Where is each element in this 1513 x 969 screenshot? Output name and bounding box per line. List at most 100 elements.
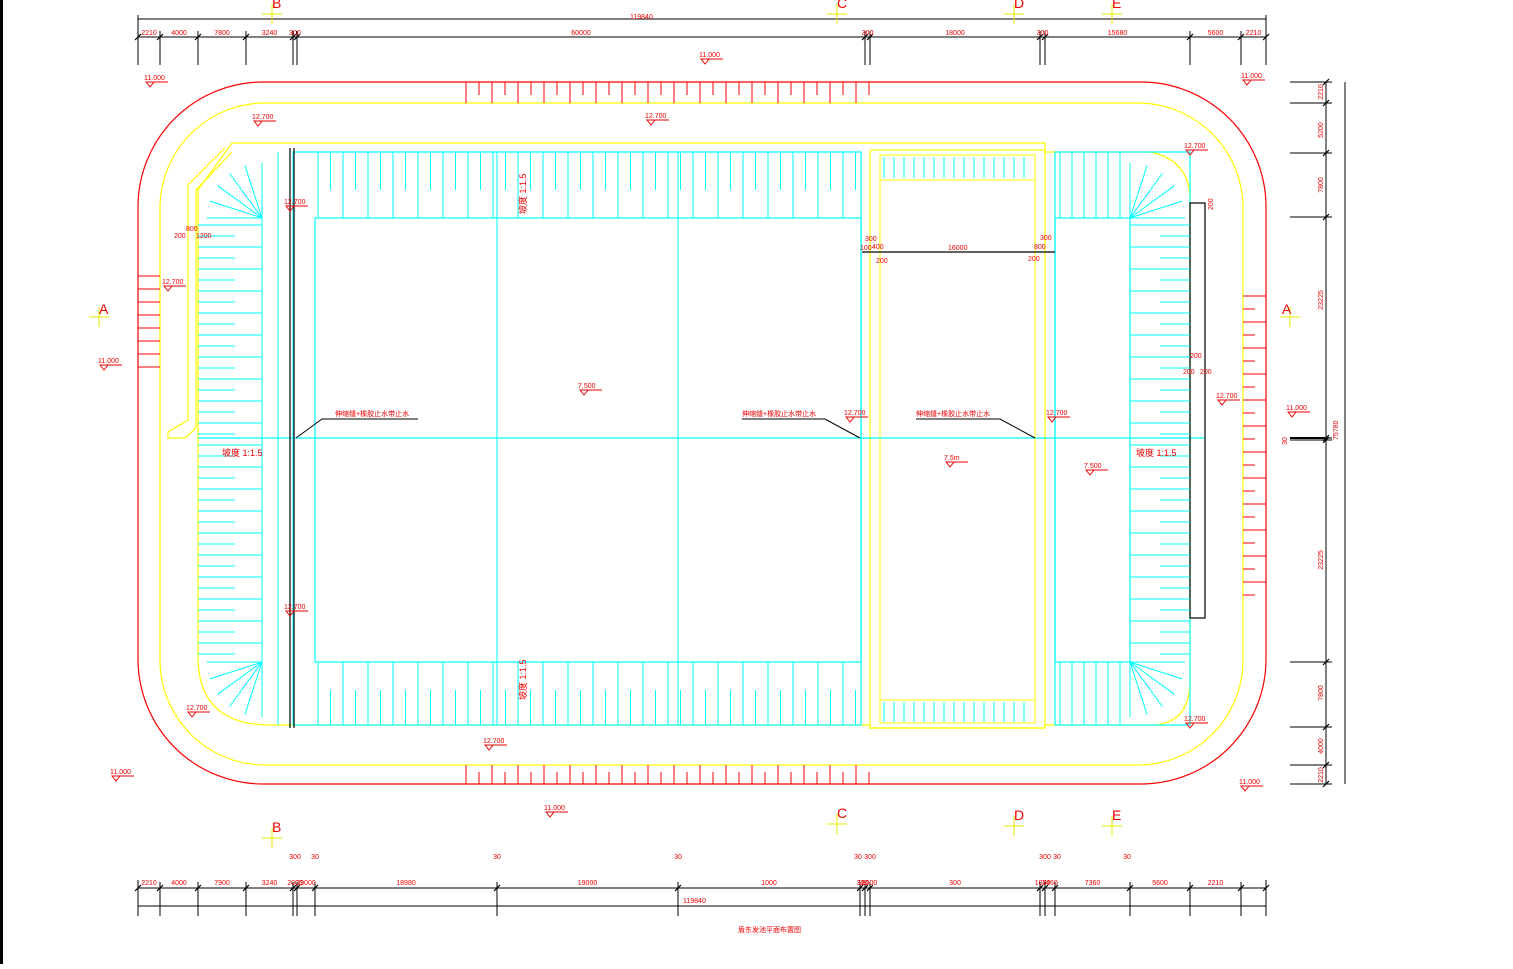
top-dim-slash — [293, 33, 301, 41]
slope-hatch-line — [1129, 165, 1148, 219]
bottom-dim-slash — [289, 884, 297, 892]
bottom-dim-slash — [194, 884, 202, 892]
axis-label-bottom-c: C — [837, 805, 847, 821]
bottom-dim-text: 18980 — [396, 880, 416, 887]
crest-level-text: 12.700 — [645, 113, 667, 120]
top-dim-text: 18000 — [945, 30, 965, 37]
right-dim-slash — [1322, 436, 1330, 444]
slope-hatch-line — [217, 661, 263, 695]
crest-level-text: 12.700 — [162, 279, 184, 286]
bottom-dim-slash — [1036, 884, 1044, 892]
right-dim-text: 2210 — [1318, 84, 1325, 100]
top-dim-text: 2210 — [141, 30, 157, 37]
right-overall-dim: 75780 — [1333, 420, 1340, 440]
outer-level-text: 11.000 — [144, 75, 165, 82]
bottom-dim-text: 5600 — [1152, 880, 1168, 887]
right-dim-text: 4000 — [1318, 738, 1325, 754]
right-wall — [1189, 202, 1206, 619]
crest-level-mark — [186, 711, 198, 718]
outer-level-text: 11.000 — [1286, 405, 1307, 412]
top-dim-slash — [861, 33, 869, 41]
bottom-dim-text: 2210 — [1208, 880, 1224, 887]
outer-road-boundary — [137, 81, 1267, 785]
inner-dim-1200: 1200 — [196, 233, 212, 240]
crest-level-text: 12.700 — [844, 410, 866, 417]
axis-label-left-a: A — [99, 301, 109, 317]
slope-hatch-line — [1129, 661, 1148, 715]
crest-level-text: 12.700 — [284, 604, 306, 611]
bottom-level-text: 7.5m — [944, 455, 960, 462]
slope-hatch-line — [244, 661, 263, 715]
top-dim-text: 300 — [1037, 30, 1049, 37]
bottom-level-text: 7.500 — [578, 383, 596, 390]
pond-right-floor — [1054, 217, 1131, 663]
bottom-dim-text: 1000 — [1035, 880, 1051, 887]
bottom-dim-upper-text: 300 — [864, 854, 876, 861]
crest-level-mark — [1216, 399, 1228, 406]
crest-level-text: 12.700 — [483, 738, 505, 745]
bottom-dim-slash — [242, 884, 250, 892]
bottom-level-text: 7.500 — [1084, 463, 1102, 470]
top-dim-slash — [1186, 33, 1194, 41]
middle-pond-outer — [869, 149, 1046, 729]
inner-dim-200: 200 — [1208, 198, 1215, 210]
outer-level-text: 11.000 — [98, 358, 119, 365]
bottom-dim-upper-text: 300 — [289, 854, 301, 861]
joint-note-2: 伸缩缝+橡胶止水带止水 — [742, 409, 816, 418]
top-dim-text: 3240 — [262, 30, 278, 37]
crest-level-mark — [645, 119, 657, 126]
crest-boundary — [197, 142, 1191, 729]
bottom-dim-upper-text: 30 — [311, 854, 319, 861]
outer-level-mark — [98, 364, 110, 371]
right-dim-slash — [1322, 99, 1330, 107]
crest-level-mark — [162, 285, 174, 292]
bottom-dim-upper-text: 30 — [854, 854, 862, 861]
inner-width-dim: 16000 — [948, 245, 968, 252]
top-dim-text: 60000 — [571, 30, 591, 37]
right-dim-text: 7800 — [1318, 685, 1325, 701]
outer-level-text: 11.000 — [699, 52, 720, 59]
outer-level-text: 11.000 — [110, 769, 131, 776]
crest-level-text: 12.700 — [1046, 410, 1068, 417]
outer-level-mark — [1241, 79, 1253, 86]
inner-dim-800: 800 — [186, 226, 198, 233]
top-dim-text: 300 — [289, 30, 301, 37]
inner-dim-400: 400 — [872, 244, 884, 251]
outer-level-mark — [144, 81, 156, 88]
bottom-dim-upper-text: 300 — [1039, 854, 1051, 861]
right-dim-text: 7800 — [1318, 177, 1325, 193]
bottom-dim-text: 300 — [949, 880, 961, 887]
top-overall-dim: 119840 — [630, 14, 653, 21]
top-dim-slash — [1036, 33, 1044, 41]
top-dim-slash — [1041, 33, 1049, 41]
bottom-dim-text: 1000 — [761, 880, 777, 887]
crest-level-text: 12.700 — [1216, 393, 1238, 400]
outer-level-mark — [1239, 785, 1251, 792]
axis-label-top-e: E — [1112, 0, 1121, 11]
bottom-dim-text: 7900 — [214, 880, 230, 887]
bottom-dim-upper-text: 30 — [1053, 854, 1061, 861]
slope-hatch-line — [229, 173, 263, 219]
right-dim-slash — [1322, 213, 1330, 221]
bottom-level-mark — [944, 461, 956, 468]
slope-hatch-line — [1129, 173, 1163, 219]
middle-pond-floor — [879, 179, 1036, 701]
bottom-dim-text: 4000 — [171, 880, 187, 887]
crest-level-mark — [252, 120, 264, 127]
crest-level-text: 12.700 — [1184, 143, 1206, 150]
pond-main-floor — [314, 217, 862, 663]
inner-dim-200: 200 — [1190, 353, 1202, 360]
right-dim-slash — [1322, 149, 1330, 157]
axis-label-bottom-d: D — [1014, 807, 1024, 823]
top-dim-slash — [242, 33, 250, 41]
axis-label-bottom-e: E — [1112, 807, 1121, 823]
bottom-dim-slash — [1186, 884, 1194, 892]
bottom-dim-slash — [156, 884, 164, 892]
bottom-dim-slash — [861, 884, 869, 892]
bottom-dim-slash — [674, 884, 682, 892]
slope-hatch-line — [1129, 661, 1163, 707]
slope-hatch-line — [209, 661, 263, 680]
top-dim-text: 4000 — [171, 30, 187, 37]
slope-hatching — [138, 82, 1266, 784]
